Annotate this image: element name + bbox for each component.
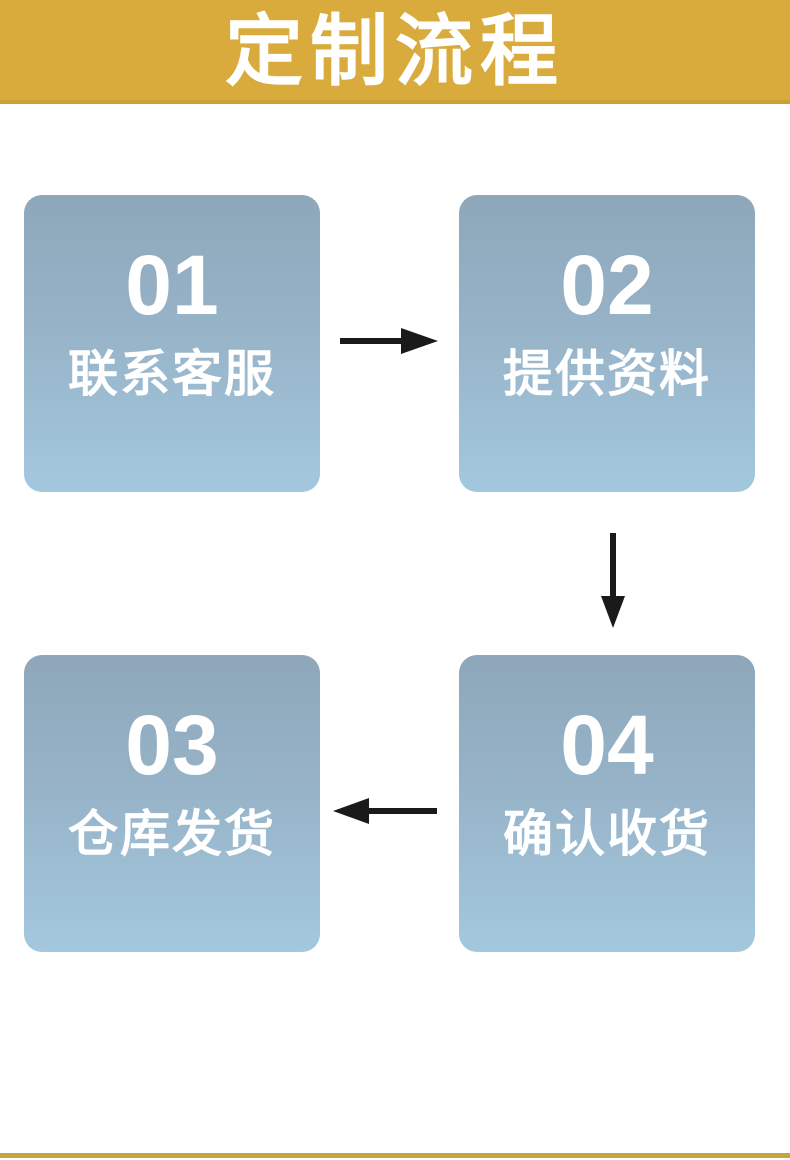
footer-accent-line bbox=[0, 1153, 790, 1158]
page-title: 定制流程 bbox=[224, 7, 565, 95]
section-header-banner: 定制流程 bbox=[0, 0, 790, 104]
step-card-2: 02 提供资料 bbox=[459, 195, 755, 492]
step-number: 01 bbox=[125, 238, 219, 332]
step-label: 联系客服 bbox=[68, 346, 276, 402]
step-label: 仓库发货 bbox=[68, 806, 276, 862]
step-card-4: 04 确认收货 bbox=[459, 655, 755, 952]
arrow-down-icon bbox=[601, 531, 625, 628]
step-number: 03 bbox=[125, 698, 219, 792]
step-number: 04 bbox=[560, 698, 654, 792]
step-label: 确认收货 bbox=[503, 806, 711, 862]
arrow-left-icon bbox=[333, 798, 437, 824]
step-number: 02 bbox=[560, 238, 654, 332]
arrow-right-icon bbox=[332, 328, 438, 354]
step-label: 提供资料 bbox=[503, 346, 711, 402]
step-card-1: 01 联系客服 bbox=[24, 195, 320, 492]
step-card-3: 03 仓库发货 bbox=[24, 655, 320, 952]
